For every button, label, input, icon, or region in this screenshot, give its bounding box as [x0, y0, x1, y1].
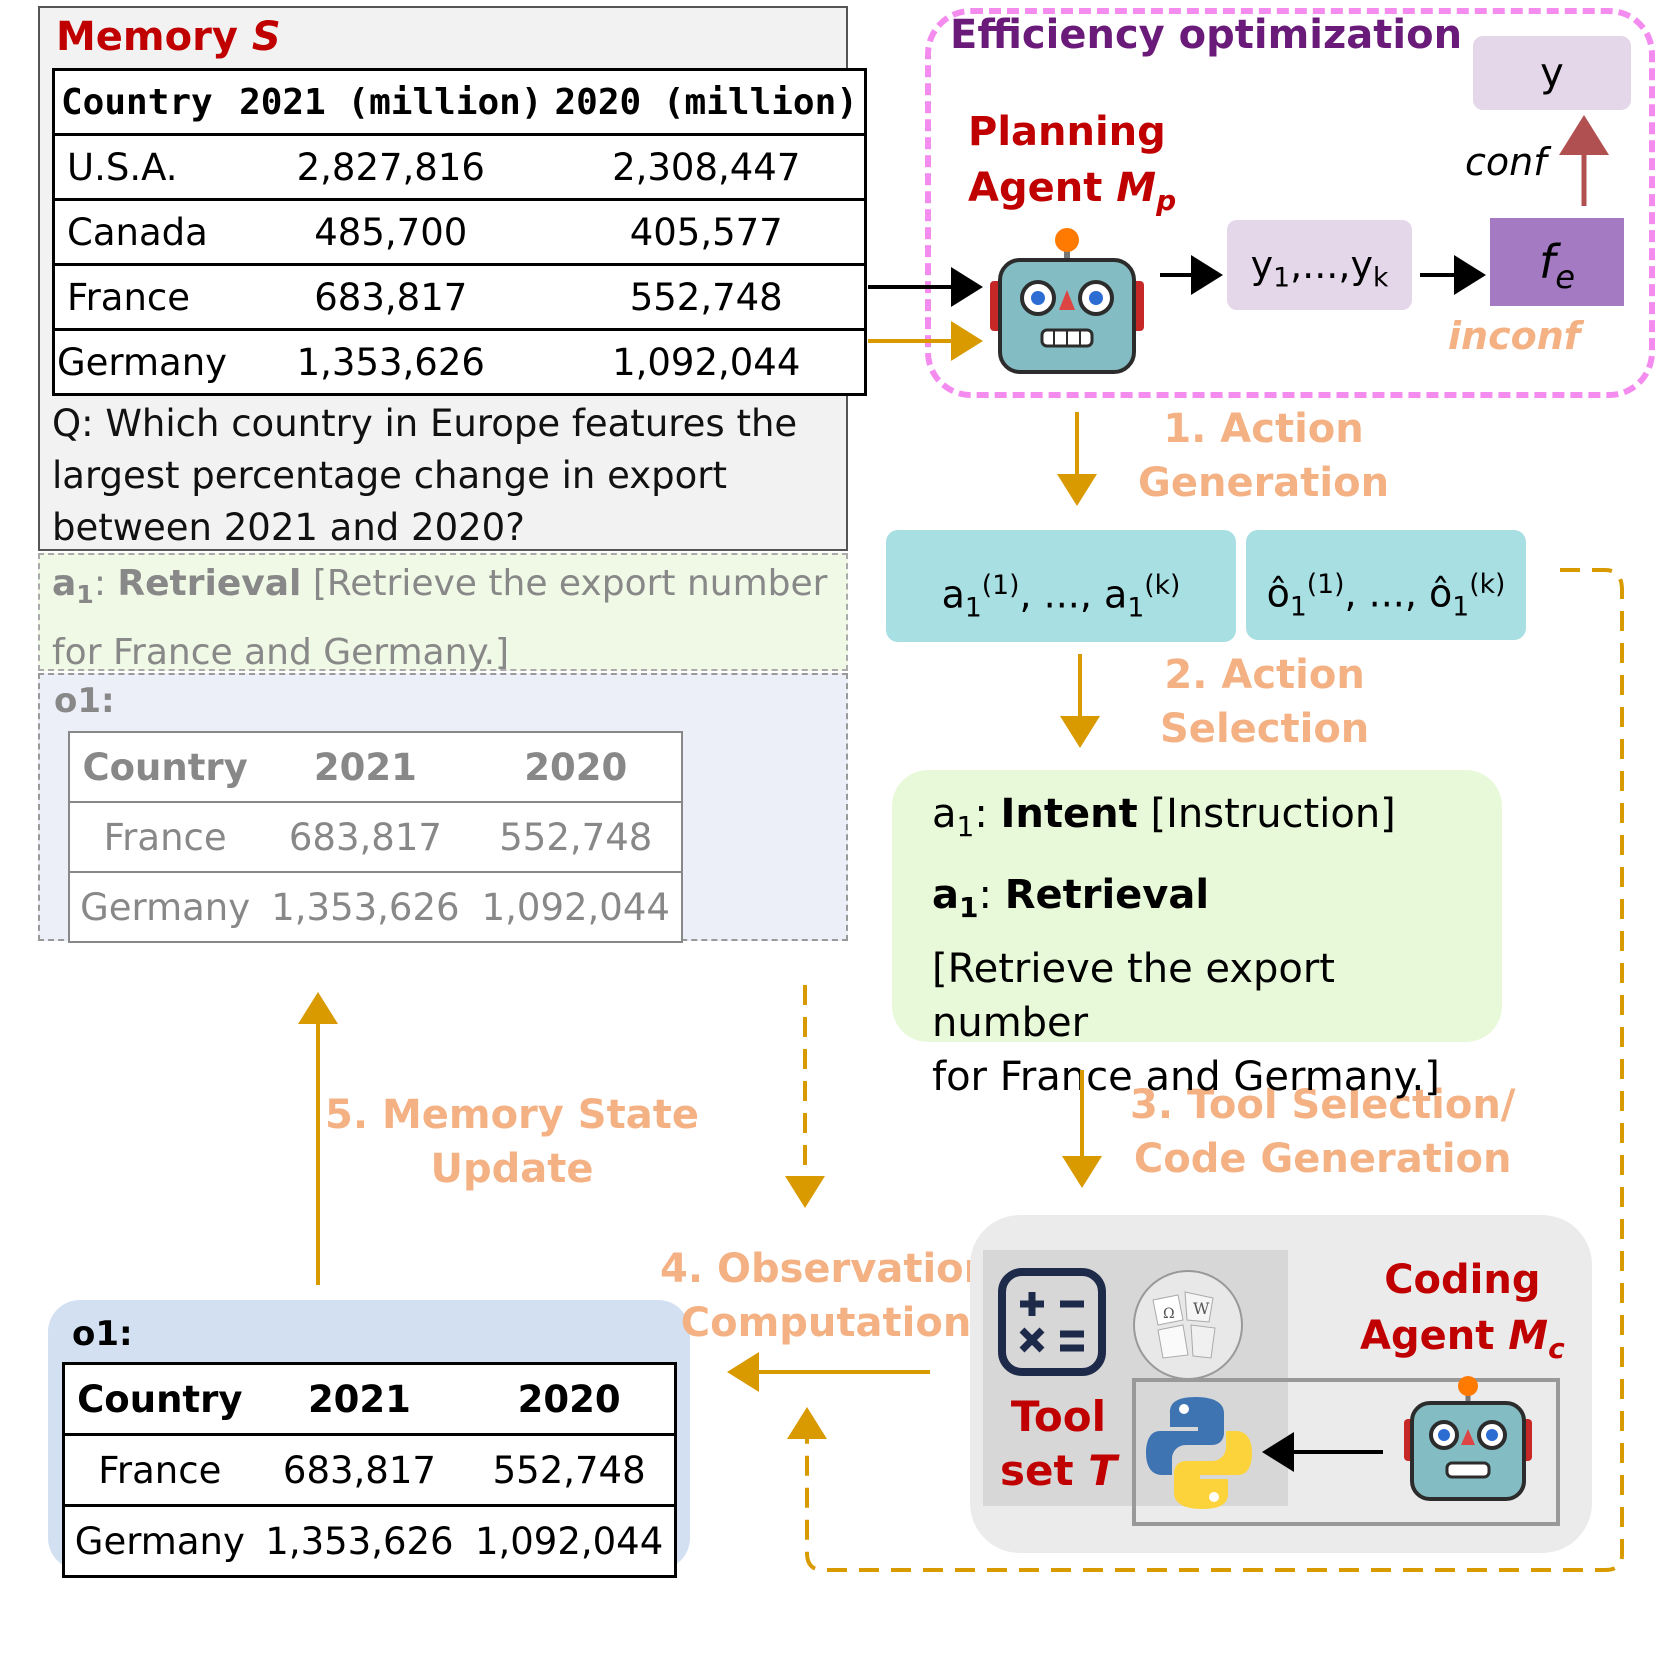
table-row: France 683,817 552,748: [52, 263, 867, 331]
fe-box: fe: [1490, 218, 1624, 306]
table-row: France 683,817 552,748: [61, 1433, 678, 1507]
table-header-row: Country 2021 2020: [61, 1362, 678, 1436]
calculator-icon: [998, 1268, 1106, 1376]
wikipedia-icon: W Ω: [1133, 1270, 1243, 1380]
output-y-box: y: [1473, 36, 1631, 110]
final-table: Country 2021 2020 France 683,817 552,748…: [61, 1362, 678, 1578]
table-row: Germany 1,353,626 1,092,044: [52, 328, 867, 396]
python-icon: [1146, 1397, 1252, 1509]
coding-inner-frame: [1132, 1378, 1560, 1526]
o1-observation-box: o1: Country 2021 2020 France 683,817 552…: [38, 673, 848, 943]
step3-label: 3. Tool Selection/Code Generation: [1130, 1082, 1516, 1182]
table-row: Germany 1,353,626 1,092,044: [67, 871, 684, 943]
coding-agent-label: Coding Agent Mc: [1360, 1257, 1565, 1365]
selected-action-box: a1: Intent [Instruction] a1: Retrieval […: [892, 770, 1502, 1100]
inconf-label: inconf: [1448, 314, 1581, 358]
o1-final-label: o1:: [72, 1314, 133, 1354]
memory-box: Memory S Country 2021 (million) 2020 (mi…: [38, 6, 867, 551]
conf-label: conf: [1465, 140, 1547, 184]
memory-title: Memory S: [56, 14, 281, 60]
table-header-row: Country 2021 2020: [67, 731, 684, 803]
table-row: U.S.A. 2,827,816 2,308,447: [52, 133, 867, 201]
dashed-loop-arrow: [787, 568, 1624, 1572]
o1-final-box: o1: Country 2021 2020 France 683,817 552…: [48, 1300, 690, 1578]
efficiency-title: Efficiency optimization: [950, 12, 1463, 58]
action-candidates-box: a1(1), ..., a1(k): [886, 530, 1236, 642]
question-text: Q: Which country in Europe features the …: [52, 402, 798, 549]
candidates-box: y1,...,yk: [1227, 220, 1412, 310]
table-header-row: Country 2021 (million) 2020 (million): [52, 68, 867, 136]
table-row: France 683,817 552,748: [67, 801, 684, 873]
o1-label: o1:: [54, 681, 115, 721]
planning-agent-label: Planning Agent Mp: [968, 109, 1177, 217]
observation-candidates-box: ô1(1), ..., ô1(k): [1246, 530, 1526, 640]
a1-retrieval-box: a1: Retrieval [Retrieve the export numbe…: [38, 553, 848, 673]
o1-table: Country 2021 2020 France 683,817 552,748…: [67, 731, 684, 943]
table-row: Canada 485,700 405,577: [52, 198, 867, 266]
efficiency-optimization-box: [925, 8, 1655, 398]
svg-text:Ω: Ω: [1163, 1306, 1175, 1322]
svg-text:W: W: [1193, 1299, 1210, 1318]
toolset-label: Tool set T: [1000, 1392, 1117, 1495]
memory-table: Country 2021 (million) 2020 (million) U.…: [52, 68, 867, 396]
planning-robot-icon: [990, 228, 1144, 374]
table-row: Germany 1,353,626 1,092,044: [61, 1504, 678, 1578]
coding-robot-icon: [1404, 1376, 1532, 1501]
